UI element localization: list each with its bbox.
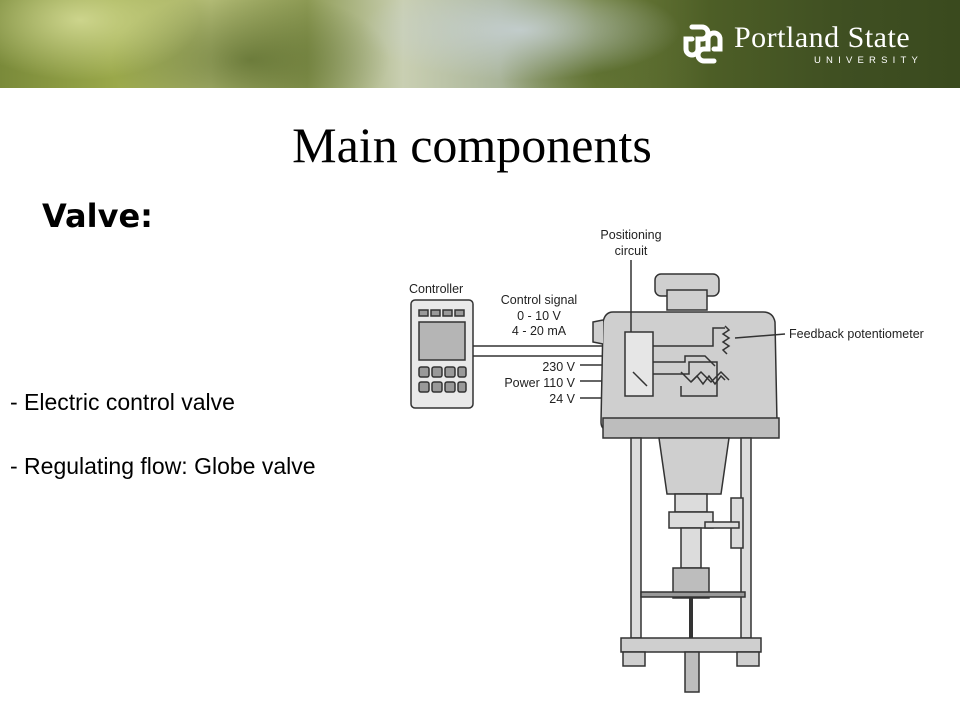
university-logo[interactable]: Portland State UNIVERSITY — [680, 18, 923, 70]
control-signal-line1: Control signal — [501, 293, 577, 307]
power-line3: 24 V — [549, 392, 575, 406]
header-banner: Portland State UNIVERSITY — [0, 0, 960, 88]
positioning-circuit — [624, 260, 730, 397]
slide-title: Main components — [292, 117, 652, 173]
valve-base — [620, 637, 762, 693]
positioning-label-line2: circuit — [615, 244, 648, 258]
positioning-label-line1: Positioning — [600, 228, 661, 242]
control-signal-line2: 0 - 10 V — [517, 309, 561, 323]
control-signal-line3: 4 - 20 mA — [512, 324, 567, 338]
valve-diagram: Positioning circuit Controller Control s… — [409, 228, 924, 693]
power-label: 230 V Power 110 V 24 V — [504, 360, 575, 406]
slide-subtitle: Valve: — [42, 197, 153, 235]
power-line1: 230 V — [542, 360, 575, 374]
positioning-circuit-label: Positioning circuit — [600, 228, 661, 258]
controller-label: Controller — [409, 282, 463, 296]
university-subtitle: UNIVERSITY — [814, 54, 924, 66]
feedback-potentiometer-label: Feedback potentiometer — [789, 327, 924, 341]
psu-logo-icon — [683, 24, 723, 64]
control-signal-label: Control signal 0 - 10 V 4 - 20 mA — [501, 293, 577, 338]
bullet-globe-valve: - Regulating flow: Globe valve — [10, 453, 316, 479]
banner-photo — [0, 0, 960, 88]
valve-yoke — [630, 437, 752, 652]
university-name: Portland State — [734, 20, 911, 54]
feedback-potentiometer — [721, 325, 786, 355]
bullet-electric-control-valve: - Electric control valve — [10, 389, 235, 415]
power-line2: Power 110 V — [504, 376, 575, 390]
controller-device — [410, 299, 474, 409]
